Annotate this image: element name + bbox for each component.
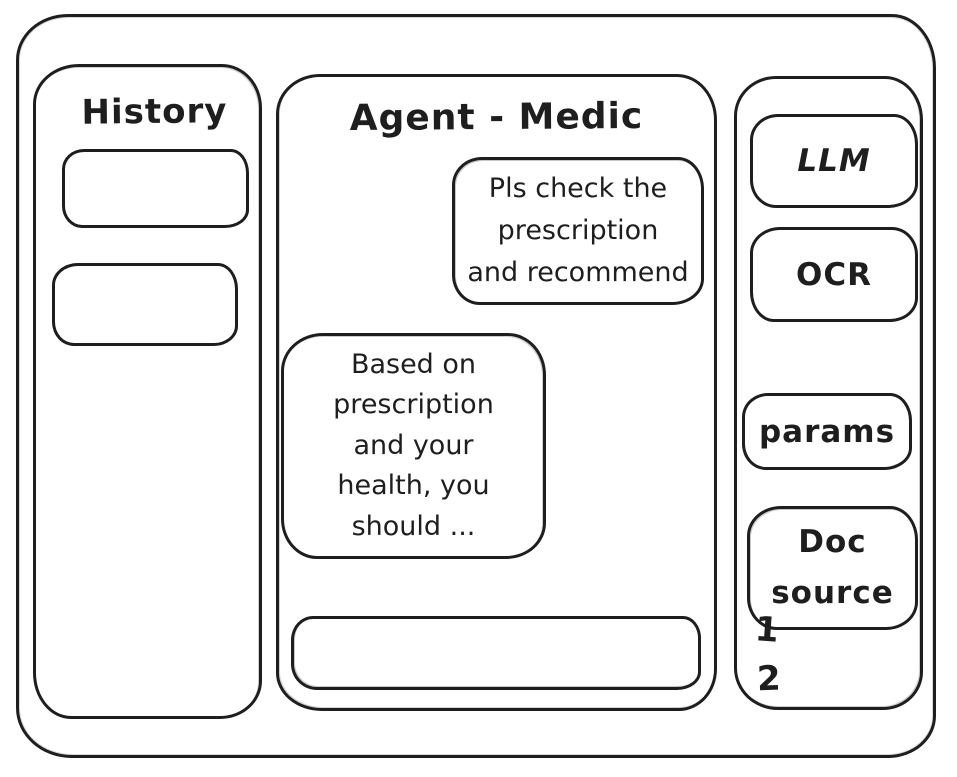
doc-source-item-1[interactable]: 1 [753, 609, 781, 651]
history-item[interactable] [62, 149, 249, 228]
history-title: History [81, 91, 228, 133]
message-input[interactable] [291, 616, 701, 690]
user-message-bubble: Pls check the prescription and recommend [452, 157, 704, 305]
params-button[interactable]: params [742, 393, 912, 470]
history-item[interactable] [52, 263, 238, 346]
chat-title: Agent - Medic [349, 95, 644, 140]
llm-button[interactable]: LLM [750, 114, 918, 208]
agent-message-bubble: Based on prescription and your health, y… [281, 333, 546, 559]
ocr-button[interactable]: OCR [750, 227, 918, 322]
doc-source-button[interactable]: Doc source [747, 506, 918, 630]
doc-source-item-2[interactable]: 2 [756, 658, 782, 700]
